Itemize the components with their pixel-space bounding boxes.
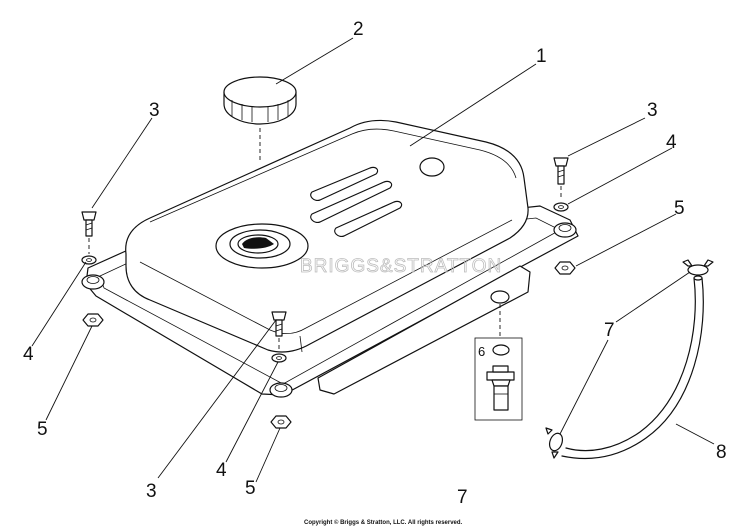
- callout-hose-clamp: 7: [604, 320, 615, 341]
- tank-lower-body: [317, 265, 531, 395]
- callout-screw-left: 3: [149, 100, 160, 121]
- leader-lines: [31, 37, 715, 483]
- mount-boss-left: [81, 274, 105, 290]
- callout-washer-front: 4: [216, 460, 227, 481]
- fuel-tank: BRIGGS&STRATTON: [125, 119, 529, 353]
- hose-clamp-bottom: [545, 427, 564, 459]
- callout-kit: 7: [457, 487, 468, 508]
- fitting-box: [474, 304, 523, 421]
- callout-fuel-line: 8: [716, 442, 727, 463]
- nut-front: [270, 415, 292, 429]
- screw-right: [553, 157, 569, 185]
- mount-boss-front: [269, 382, 293, 398]
- copyright-text: Copyright © Briggs & Stratton, LLC. All …: [304, 519, 463, 526]
- callouts: 1 2 3 3 3 4 4 4 5 5 5 6 7 7 8: [23, 19, 727, 508]
- callout-nut-right: 5: [674, 198, 685, 219]
- watermark-text: BRIGGS&STRATTON: [300, 256, 502, 277]
- nut-right: [554, 261, 576, 275]
- nut-left: [82, 313, 104, 327]
- callout-tank: 1: [536, 46, 547, 67]
- hose-clamp-top: [682, 259, 714, 276]
- fuel-line: [561, 275, 704, 460]
- screw-left: [81, 211, 97, 237]
- callout-fitting: 6: [478, 344, 485, 359]
- fuel-cap: [223, 76, 297, 125]
- callout-nut-left: 5: [37, 419, 48, 440]
- callout-nut-front: 5: [245, 478, 256, 499]
- screw-front: [271, 311, 287, 337]
- callout-screw-right: 3: [647, 100, 658, 121]
- fuel-fitting: [486, 344, 515, 411]
- mount-boss-right: [553, 222, 577, 238]
- callout-washer-left: 4: [23, 344, 34, 365]
- callout-screw-front: 3: [146, 481, 157, 502]
- washer-right: [553, 202, 569, 212]
- callout-fuel-cap: 2: [353, 19, 364, 40]
- washer-left: [81, 255, 97, 265]
- callout-washer-right: 4: [666, 132, 677, 153]
- washer-front: [271, 353, 287, 363]
